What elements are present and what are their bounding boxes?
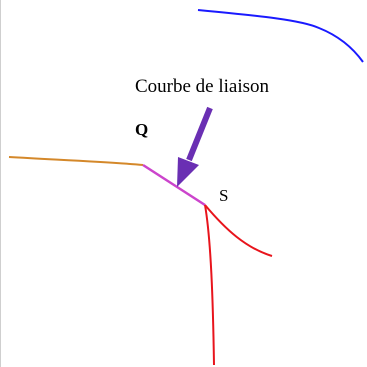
caption-label: Courbe de liaison	[135, 76, 270, 97]
arrow-shaft	[186, 106, 213, 162]
red-curve-down	[204, 204, 215, 366]
red-curve-right	[204, 204, 273, 257]
point-s-label: S	[219, 186, 229, 205]
blue-curve	[197, 9, 364, 63]
orange-curve	[8, 156, 144, 166]
point-q-label: Q	[135, 120, 149, 139]
linking-segment	[142, 163, 206, 207]
arrow	[177, 106, 213, 187]
arrow-head	[177, 157, 199, 187]
